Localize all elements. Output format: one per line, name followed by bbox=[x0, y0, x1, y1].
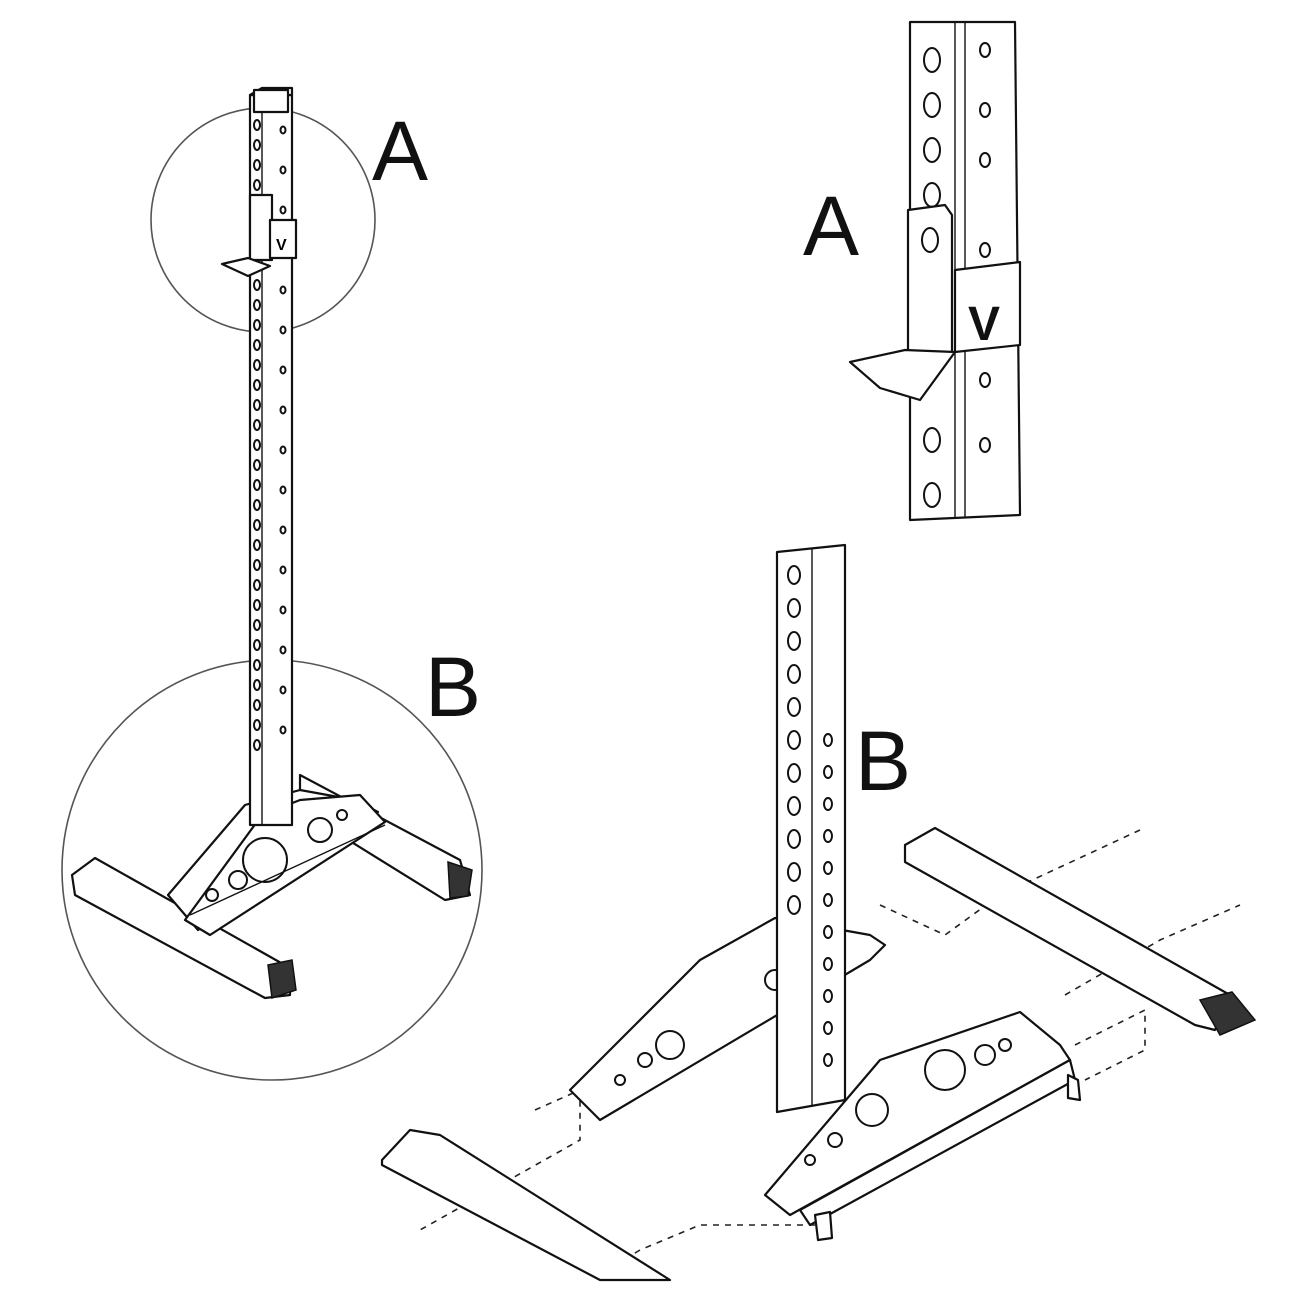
label-detail-b: B bbox=[855, 714, 911, 808]
post-hole bbox=[823, 829, 833, 843]
rear-foot-cap bbox=[447, 860, 473, 899]
post-hole bbox=[787, 730, 801, 750]
post-hole bbox=[787, 598, 801, 618]
post-hole bbox=[253, 479, 261, 491]
post-hole bbox=[253, 519, 261, 531]
post-hole bbox=[253, 639, 261, 651]
post-hole bbox=[923, 427, 941, 453]
front-foot-cap bbox=[267, 959, 297, 1000]
post-hole bbox=[253, 419, 261, 431]
post-hole bbox=[979, 152, 991, 168]
j-hook bbox=[248, 193, 274, 262]
post-hole bbox=[923, 92, 941, 118]
post-hole bbox=[253, 359, 261, 371]
post-hole bbox=[253, 159, 261, 171]
post-hole bbox=[253, 379, 261, 391]
post-hole bbox=[279, 325, 287, 335]
post-hole bbox=[253, 679, 261, 691]
post-hole bbox=[253, 499, 261, 511]
detail-j-hook-plate bbox=[906, 203, 954, 362]
detail-foot-bar-rear bbox=[903, 826, 1232, 1032]
detail-foot-cap bbox=[1198, 991, 1257, 1036]
post-hole bbox=[253, 439, 261, 451]
label-overview-b: B bbox=[425, 640, 481, 734]
post-hole bbox=[979, 42, 991, 58]
post-hole bbox=[253, 119, 261, 131]
post-hole bbox=[979, 102, 991, 118]
post-hole bbox=[923, 182, 941, 208]
post-hole bbox=[923, 137, 941, 163]
post-hole bbox=[253, 599, 261, 611]
post-hole bbox=[253, 739, 261, 751]
post-hole bbox=[979, 437, 991, 453]
post-hole bbox=[279, 605, 287, 615]
post-hole bbox=[979, 242, 991, 258]
post-hole bbox=[787, 895, 801, 915]
post-hole bbox=[253, 539, 261, 551]
post-hole bbox=[253, 459, 261, 471]
post-hole bbox=[823, 1053, 833, 1067]
post-hole bbox=[253, 559, 261, 571]
post-hole bbox=[253, 279, 261, 291]
svg-text:V: V bbox=[968, 298, 1000, 351]
post-hole bbox=[823, 797, 833, 811]
label-overview-a: A bbox=[372, 104, 428, 198]
post-hole bbox=[979, 372, 991, 388]
post-hole bbox=[787, 565, 801, 585]
post-hole bbox=[787, 829, 801, 849]
post-hole bbox=[823, 893, 833, 907]
post-hole bbox=[253, 299, 261, 311]
post-hole bbox=[279, 445, 287, 455]
post-hole bbox=[279, 365, 287, 375]
post-hole bbox=[923, 482, 941, 508]
post-hole bbox=[279, 165, 287, 175]
post-hole bbox=[279, 405, 287, 415]
front-foot-bar bbox=[70, 856, 292, 1000]
detail-b-upright bbox=[775, 543, 847, 1114]
post-hole bbox=[253, 179, 261, 191]
post-hole bbox=[279, 125, 287, 135]
post-hole bbox=[787, 697, 801, 717]
post-hole bbox=[279, 525, 287, 535]
post-hole bbox=[279, 725, 287, 735]
post-hole bbox=[823, 1021, 833, 1035]
svg-text:V: V bbox=[276, 237, 287, 254]
post-hole bbox=[253, 699, 261, 711]
post-hole bbox=[923, 47, 941, 73]
post-hole bbox=[787, 862, 801, 882]
post-hole bbox=[279, 205, 287, 215]
post-hole bbox=[823, 925, 833, 939]
post-hole bbox=[253, 319, 261, 331]
post-hole bbox=[279, 685, 287, 695]
post-hole bbox=[787, 631, 801, 651]
detail-a-jhook: V A bbox=[803, 20, 1022, 522]
post-hole bbox=[253, 339, 261, 351]
post-hole bbox=[253, 659, 261, 671]
detail-base-plate-front bbox=[763, 1010, 1072, 1217]
label-detail-a: A bbox=[803, 179, 859, 273]
post-hole bbox=[279, 565, 287, 575]
post-hole bbox=[279, 285, 287, 295]
post-hole bbox=[787, 664, 801, 684]
post-hole bbox=[253, 399, 261, 411]
detail-foot-bar-front bbox=[380, 1128, 672, 1282]
post-hole bbox=[787, 796, 801, 816]
post-hole bbox=[823, 861, 833, 875]
post-hole bbox=[823, 733, 833, 747]
post-hole bbox=[787, 763, 801, 783]
post-hole bbox=[279, 645, 287, 655]
post-hole bbox=[253, 139, 261, 151]
post-hole bbox=[823, 989, 833, 1003]
post-hole bbox=[253, 619, 261, 631]
post-hole bbox=[279, 485, 287, 495]
post-hole bbox=[823, 957, 833, 971]
post-hole bbox=[253, 719, 261, 731]
post-hole bbox=[253, 579, 261, 591]
detail-b-base-assembly: B bbox=[380, 543, 1257, 1282]
overview-stand: V A B bbox=[61, 86, 483, 1081]
detail-hook-clamp bbox=[953, 260, 1022, 354]
post-hole bbox=[823, 765, 833, 779]
